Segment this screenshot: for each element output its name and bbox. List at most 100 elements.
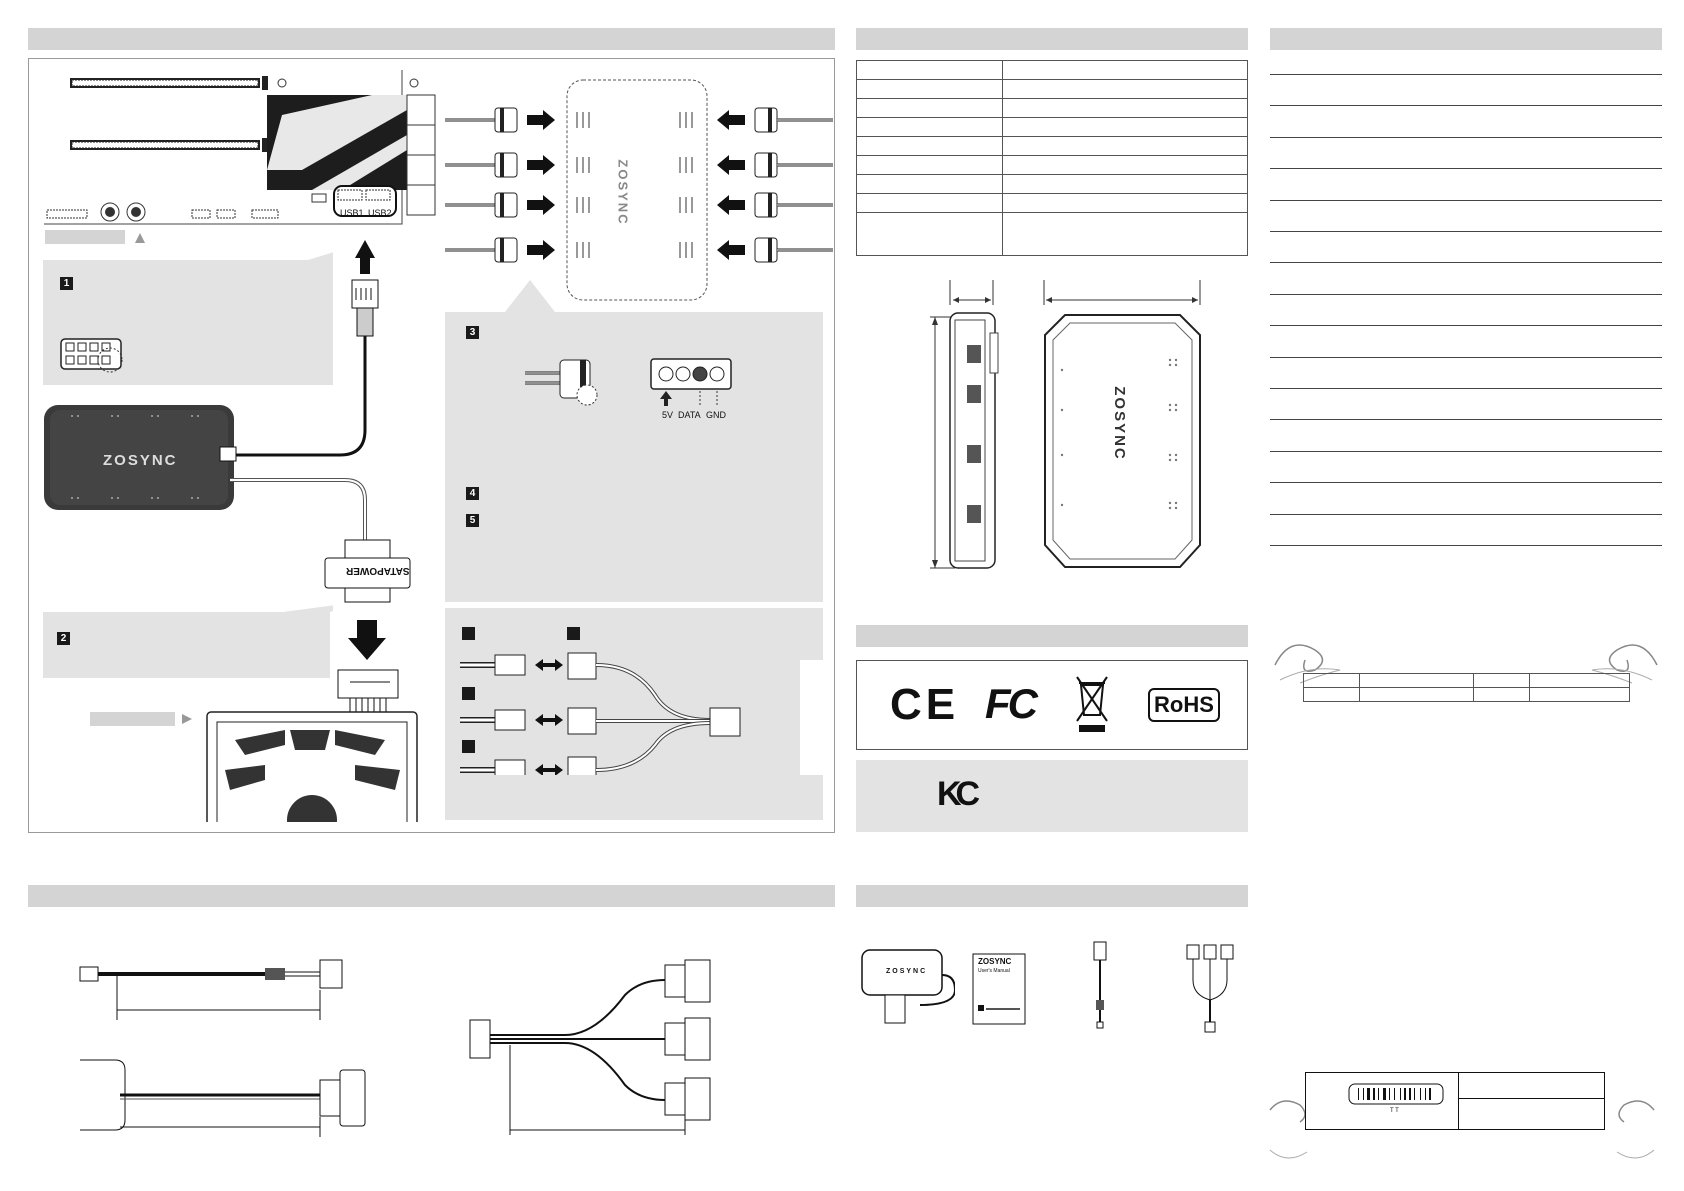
rohs-mark: RoHS xyxy=(1148,688,1220,722)
notes-rule-line xyxy=(1270,482,1662,484)
notes-rule-line xyxy=(1270,105,1662,107)
splitter-badge-d xyxy=(462,740,475,753)
spec-table xyxy=(856,60,1248,256)
notes-rule-line xyxy=(1270,199,1662,201)
hub-connection-diagram xyxy=(445,79,833,301)
zosync-hub-illustration xyxy=(44,405,237,510)
serial-label-divider-v xyxy=(1458,1072,1459,1130)
barcode-bar xyxy=(1420,1088,1421,1100)
section-bar-cables xyxy=(28,885,835,907)
hub-logo: ZOSYNC xyxy=(103,452,178,469)
step2-panel xyxy=(43,605,333,678)
splitter-badge-a xyxy=(462,627,475,640)
triangle-up-icon xyxy=(135,233,145,243)
notes-rule-line xyxy=(1270,168,1662,170)
barcode-bar xyxy=(1373,1088,1375,1100)
pinout-diagram xyxy=(650,358,732,406)
weee-bin-icon xyxy=(1076,676,1108,732)
kc-panel xyxy=(856,760,1248,832)
barcode-bar xyxy=(1400,1088,1401,1100)
barcode-icon: T T xyxy=(1348,1083,1444,1113)
sata-cable-length-diagram xyxy=(80,1059,366,1137)
notes-rule-line xyxy=(1270,513,1662,515)
package-manual xyxy=(972,953,1026,1025)
serial-label-box xyxy=(1305,1072,1605,1130)
notes-rule-line xyxy=(1270,293,1662,295)
notes-rule-line xyxy=(1270,325,1662,327)
barcode-bar xyxy=(1425,1088,1426,1100)
section-bar-notes xyxy=(1270,28,1662,50)
svg-text:T T: T T xyxy=(1390,1108,1399,1113)
motherboard-caption-box xyxy=(45,230,125,244)
ce-mark: CE xyxy=(890,680,960,729)
splitter-cable-diagram xyxy=(460,652,741,775)
step-4-badge: 4 xyxy=(466,487,479,500)
barcode-bar xyxy=(1409,1088,1411,1100)
section-bar-installation xyxy=(28,28,835,50)
barcode-bar xyxy=(1404,1088,1406,1100)
notes-rule-line xyxy=(1270,136,1662,138)
step-3-badge: 3 xyxy=(466,326,479,339)
usb-cable-length-diagram xyxy=(79,959,343,1020)
splitter-length-diagram xyxy=(469,959,711,1135)
barcode-bar xyxy=(1429,1088,1431,1100)
notes-rule-line xyxy=(1270,74,1662,75)
hub-diagram-logo: ZOSYNC xyxy=(615,159,631,226)
notes-rule-line xyxy=(1270,231,1662,232)
step-5-badge: 5 xyxy=(466,514,479,527)
package-hub xyxy=(861,949,955,1024)
pin-data-label: DATA xyxy=(678,410,701,420)
kc-mark: KC xyxy=(937,775,980,813)
manual-logo: ZOSYNC xyxy=(978,957,1012,966)
package-usb-cable xyxy=(1093,941,1107,1029)
barcode-bar xyxy=(1414,1088,1415,1100)
step-1-badge: 1 xyxy=(60,277,73,290)
barcode-bar xyxy=(1367,1088,1370,1100)
step-2-badge: 2 xyxy=(57,632,70,645)
certification-box xyxy=(856,660,1248,750)
usb1-label: USB1 xyxy=(340,208,364,218)
top-view-logo: ZOSYNC xyxy=(1110,386,1128,461)
triangle-right-icon xyxy=(182,714,192,724)
serial-label-divider-h xyxy=(1458,1098,1605,1099)
step345-panel xyxy=(445,280,823,602)
package-hub-logo: ZOSYNC xyxy=(886,968,928,975)
dimension-top-view xyxy=(1043,280,1201,568)
usb2-label: USB2 xyxy=(368,208,392,218)
rohs-text: RoHS xyxy=(1154,692,1214,717)
usb-cable-illustration xyxy=(230,240,379,457)
motherboard-illustration xyxy=(44,70,436,225)
sata-power-label: SATAPOWER xyxy=(346,565,410,576)
notes-rule-line xyxy=(1270,388,1662,389)
argb-connector-illustration xyxy=(525,359,598,406)
psu-illustration xyxy=(206,711,418,822)
pin-5v-label: 5V xyxy=(662,410,674,420)
notes-rule-line xyxy=(1270,419,1662,421)
dimension-side-view xyxy=(930,280,999,569)
section-bar-specifications xyxy=(856,28,1248,50)
section-bar-certifications xyxy=(856,625,1248,647)
barcode-bar xyxy=(1363,1088,1364,1100)
package-splitter xyxy=(1186,944,1234,1033)
installation-frame xyxy=(28,58,835,833)
barcode-bar xyxy=(1389,1088,1390,1100)
splitter-panel-notch xyxy=(800,660,823,775)
barcode-bar xyxy=(1394,1088,1395,1100)
barcode-bar xyxy=(1378,1088,1379,1100)
pin-gnd-label: GND xyxy=(706,410,726,420)
notes-rule-line xyxy=(1270,262,1662,264)
manual-title: User's Manual xyxy=(978,968,1010,974)
usb-header-pinout xyxy=(60,338,123,373)
barcode-bar xyxy=(1358,1088,1359,1100)
barcode-bar xyxy=(1383,1088,1386,1100)
splitter-badge-b xyxy=(567,627,580,640)
notes-rule-line xyxy=(1270,545,1662,546)
notes-rule-line xyxy=(1270,450,1662,452)
splitter-badge-c xyxy=(462,687,475,700)
psu-caption-box xyxy=(90,712,175,726)
fcc-mark: FC xyxy=(985,680,1038,727)
small-info-table xyxy=(1303,673,1630,702)
section-bar-package xyxy=(856,885,1248,907)
notes-rule-line xyxy=(1270,356,1662,358)
ornament-bottom-icon xyxy=(1269,1100,1655,1159)
